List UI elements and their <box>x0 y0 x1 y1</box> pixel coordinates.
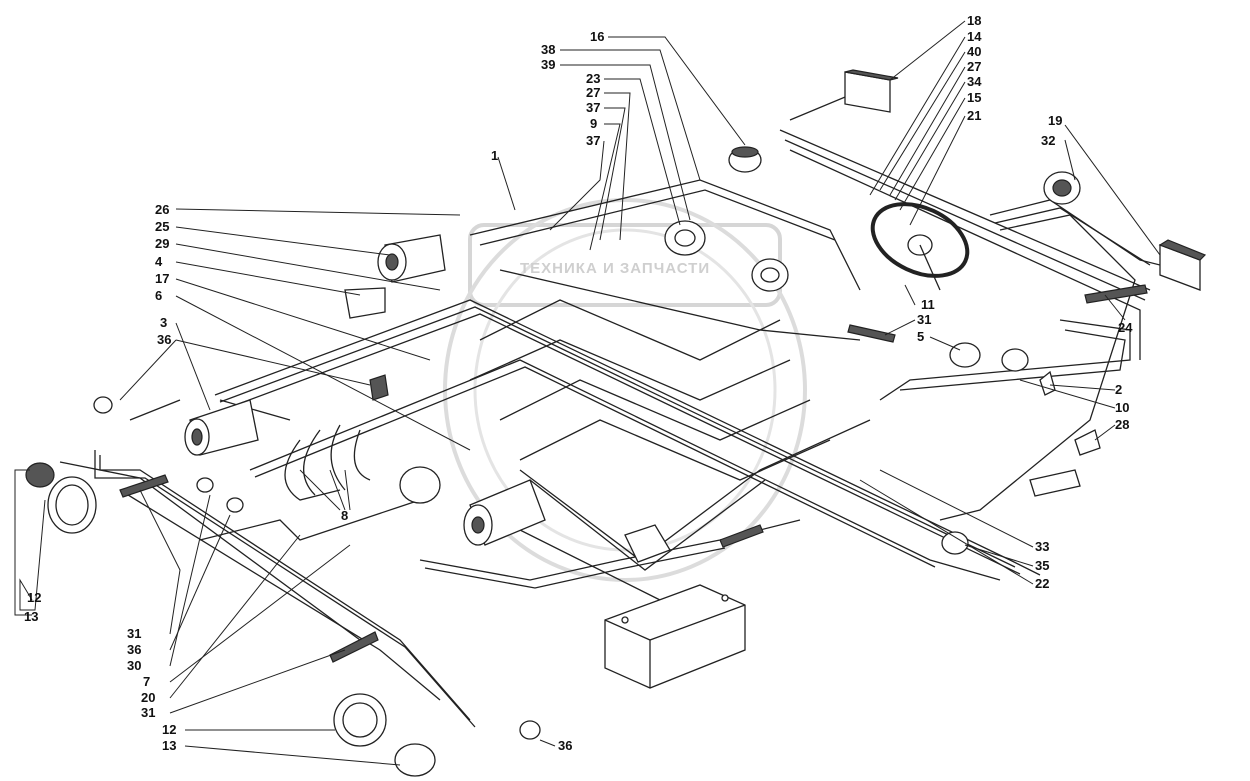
label-27b: 27 <box>967 59 981 74</box>
label-14: 14 <box>967 29 982 44</box>
leader-lines <box>14 20 1161 766</box>
label-13a: 13 <box>24 609 38 624</box>
label-13b: 13 <box>162 738 176 753</box>
label-36b: 36 <box>127 642 141 657</box>
steering-wheel <box>870 202 970 291</box>
label-30: 30 <box>127 658 141 673</box>
label-32: 32 <box>1041 133 1055 148</box>
components <box>25 69 1207 777</box>
label-17: 17 <box>155 271 169 286</box>
alternator <box>463 479 546 546</box>
label-28: 28 <box>1115 417 1129 432</box>
label-25: 25 <box>155 219 169 234</box>
label-21: 21 <box>967 108 981 123</box>
label-26: 26 <box>155 202 169 217</box>
label-4: 4 <box>155 254 163 269</box>
dashboard-gauges <box>664 220 789 292</box>
rear-lamp-top <box>844 69 899 113</box>
headlight-left-top <box>25 462 97 534</box>
label-34: 34 <box>967 74 982 89</box>
label-36c: 36 <box>558 738 572 753</box>
light-switch <box>1029 429 1101 497</box>
label-23: 23 <box>586 71 600 86</box>
label-31c: 31 <box>141 705 155 720</box>
label-22: 22 <box>1035 576 1049 591</box>
callout-labels: 16 38 39 23 27 37 9 37 1 18 14 40 27 34 … <box>24 13 1133 753</box>
label-16: 16 <box>590 29 604 44</box>
rear-lamp-right <box>1158 239 1207 291</box>
marker-lamps <box>93 396 541 740</box>
label-7: 7 <box>143 674 150 689</box>
label-24: 24 <box>1118 320 1133 335</box>
label-33: 33 <box>1035 539 1049 554</box>
label-6: 6 <box>155 288 162 303</box>
label-18: 18 <box>967 13 981 28</box>
label-3: 3 <box>160 315 167 330</box>
label-10: 10 <box>1115 400 1129 415</box>
sender-unit <box>941 531 969 555</box>
horn <box>728 146 762 173</box>
ignition-distributor <box>284 424 441 504</box>
connector-blocks <box>119 284 1148 663</box>
label-31a: 31 <box>917 312 931 327</box>
voltage-regulator <box>624 524 671 563</box>
label-15: 15 <box>967 90 981 105</box>
label-9: 9 <box>590 116 597 131</box>
label-8: 8 <box>341 508 348 523</box>
label-1: 1 <box>491 148 498 163</box>
label-11: 11 <box>921 297 935 312</box>
label-35: 35 <box>1035 558 1049 573</box>
watermark-text: ТЕХНИКА И ЗАПЧАСТИ <box>520 260 710 277</box>
ignition-switch <box>949 342 1056 396</box>
label-40: 40 <box>967 44 981 59</box>
label-5: 5 <box>917 329 924 344</box>
label-37b: 37 <box>586 133 600 148</box>
generator <box>377 234 446 283</box>
label-20: 20 <box>141 690 155 705</box>
label-2: 2 <box>1115 382 1122 397</box>
label-27a: 27 <box>586 85 600 100</box>
label-12a: 12 <box>27 590 41 605</box>
label-39: 39 <box>541 57 555 72</box>
socket-connector <box>1043 171 1081 205</box>
label-31b: 31 <box>127 626 141 641</box>
battery <box>604 584 746 689</box>
starter-motor <box>184 399 259 456</box>
wiring-harness <box>59 79 1181 728</box>
headlight-bottom <box>333 693 436 777</box>
watermark: ТЕХНИКА И ЗАПЧАСТИ <box>443 198 807 582</box>
label-36a: 36 <box>157 332 171 347</box>
label-37a: 37 <box>586 100 600 115</box>
label-29: 29 <box>155 236 169 251</box>
relay <box>344 287 386 319</box>
label-19: 19 <box>1048 113 1062 128</box>
label-38: 38 <box>541 42 555 57</box>
label-12b: 12 <box>162 722 176 737</box>
